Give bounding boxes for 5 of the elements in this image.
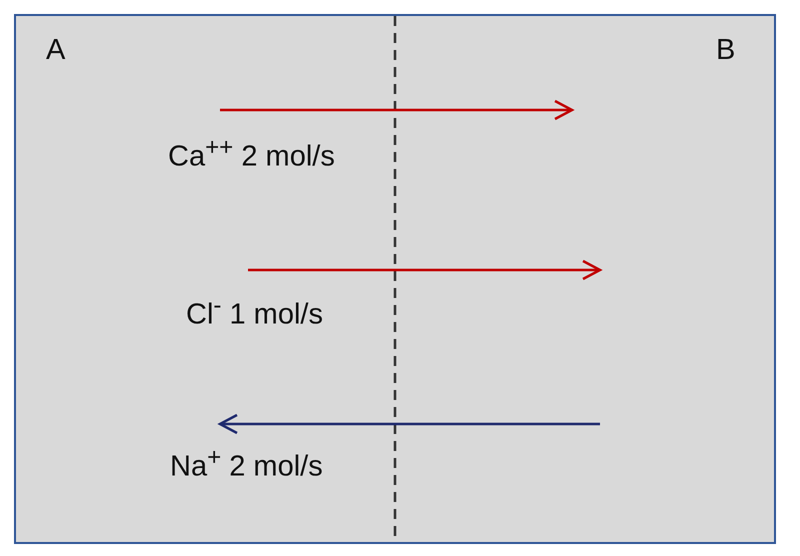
- compartment-label: A: [46, 34, 66, 67]
- flux-label: Ca$^{++}$ 2 mol/s: [168, 134, 335, 174]
- flux-label: Cl$^{-}$ 1 mol/s: [186, 292, 323, 332]
- compartment-label: B: [716, 34, 736, 67]
- flux-label: Na$^{+}$ 2 mol/s: [170, 444, 323, 484]
